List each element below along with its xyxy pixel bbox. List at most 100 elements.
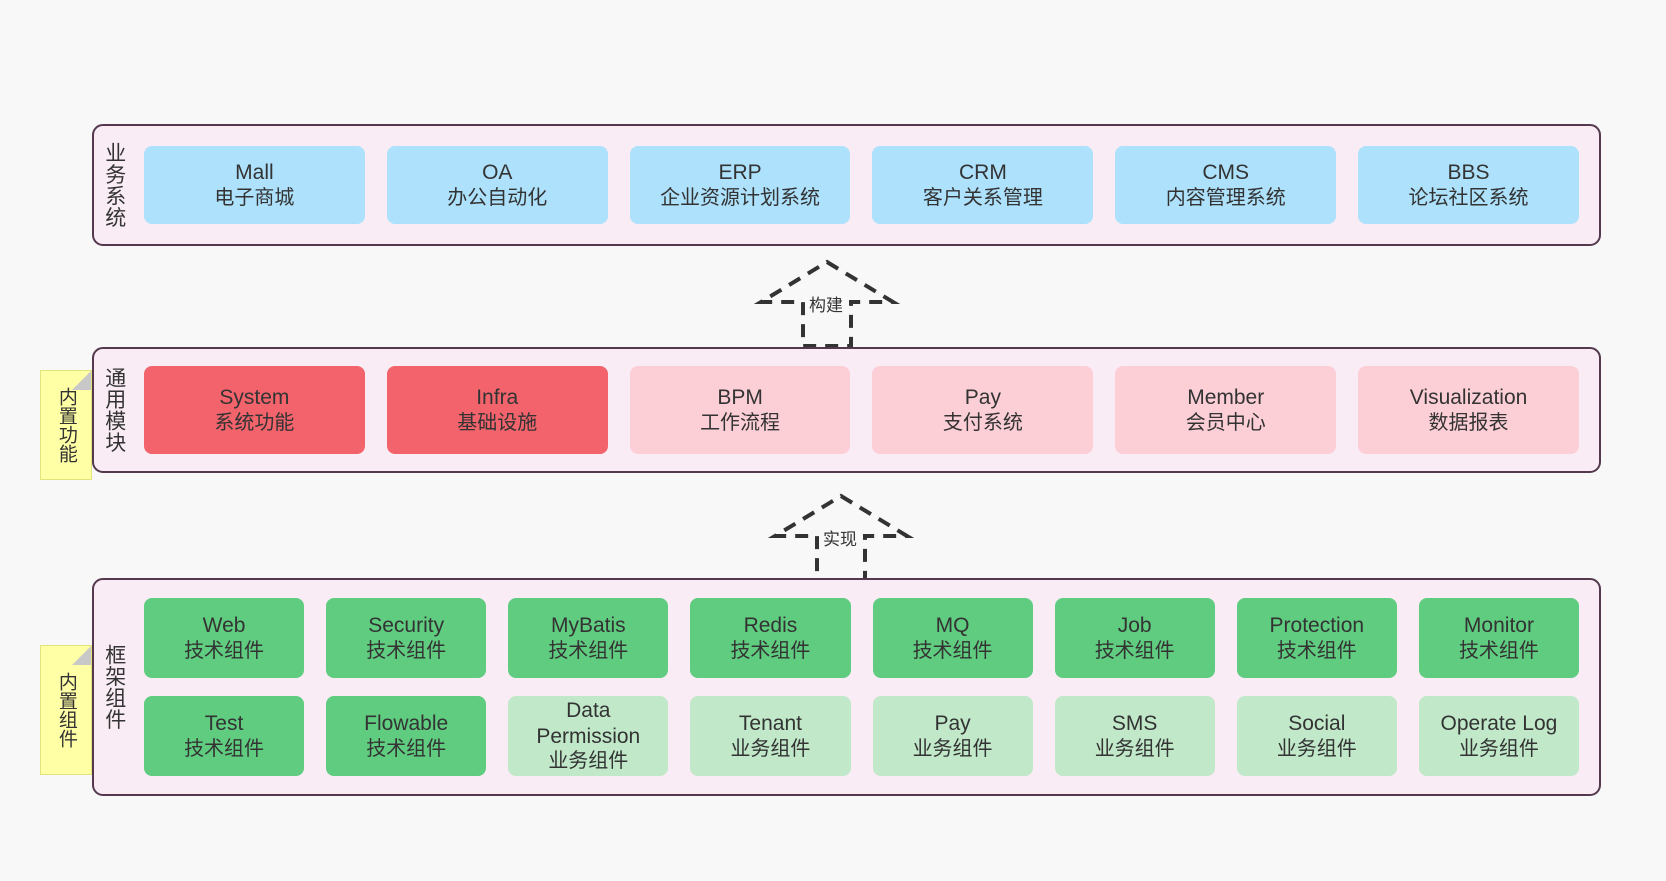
component-box-operate-log[interactable]: Operate Log 业务组件: [1418, 696, 1579, 776]
component-box-social[interactable]: Social 业务组件: [1236, 696, 1397, 776]
module-title: OA: [482, 161, 513, 184]
note-builtin-function: 内置功能: [40, 370, 92, 480]
component-subtitle: 技术组件: [184, 737, 265, 760]
component-box-monitor[interactable]: Monitor 技术组件: [1418, 598, 1579, 678]
layer-framework-component-body: Web 技术组件 Security 技术组件 MyBatis 技术组件 Redi…: [134, 580, 1599, 794]
module-title: Mall: [235, 161, 274, 184]
component-title: Redis: [743, 614, 798, 637]
layer-business-system-body: Mall 电子商城 OA 办公自动化 ERP 企业资源计划系统 CRM 客户关系…: [134, 126, 1599, 244]
component-box-redis[interactable]: Redis 技术组件: [690, 598, 851, 678]
layer-common-module: 通用模块 System 系统功能 Infra 基础设施 BPM 工作流程 Pay…: [92, 347, 1601, 473]
module-subtitle: 论坛社区系统: [1408, 186, 1529, 209]
module-box-erp[interactable]: ERP 企业资源计划系统: [629, 146, 851, 224]
component-box-mq[interactable]: MQ 技术组件: [872, 598, 1033, 678]
module-subtitle: 支付系统: [942, 411, 1023, 434]
module-box-infra[interactable]: Infra 基础设施: [386, 366, 608, 454]
component-title: Job: [1117, 614, 1152, 637]
framework-tech-row: Web 技术组件 Security 技术组件 MyBatis 技术组件 Redi…: [144, 598, 1579, 678]
module-title: Member: [1187, 386, 1265, 409]
module-subtitle: 系统功能: [214, 411, 295, 434]
component-box-tenant[interactable]: Tenant 业务组件: [690, 696, 851, 776]
component-subtitle: 技术组件: [366, 737, 447, 760]
business-system-row: Mall 电子商城 OA 办公自动化 ERP 企业资源计划系统 CRM 客户关系…: [144, 146, 1579, 224]
component-box-pay[interactable]: Pay 业务组件: [872, 696, 1033, 776]
module-title: CRM: [958, 161, 1007, 184]
component-title: Pay: [934, 712, 971, 735]
module-subtitle: 内容管理系统: [1165, 186, 1286, 209]
module-title: Infra: [476, 386, 519, 409]
component-box-sms[interactable]: SMS 业务组件: [1054, 696, 1215, 776]
component-box-data-permission[interactable]: Data Permission 业务组件: [508, 696, 669, 776]
component-box-job[interactable]: Job 技术组件: [1054, 598, 1215, 678]
module-title: CMS: [1202, 161, 1250, 184]
component-subtitle: 技术组件: [366, 639, 447, 662]
module-title: Visualization: [1409, 386, 1528, 409]
build-arrow-label: 构建: [809, 296, 843, 315]
module-subtitle: 基础设施: [457, 411, 538, 434]
component-box-security[interactable]: Security 技术组件: [326, 598, 487, 678]
component-title: Tenant: [738, 712, 802, 735]
component-title: Data Permission: [536, 699, 641, 748]
module-box-pay[interactable]: Pay 支付系统: [872, 366, 1094, 454]
module-title: Pay: [964, 386, 1001, 409]
component-title: MQ: [935, 614, 970, 637]
component-box-web[interactable]: Web 技术组件: [144, 598, 305, 678]
note-builtin-function-text: 内置功能: [55, 387, 77, 463]
component-subtitle: 技术组件: [1276, 639, 1357, 662]
module-box-crm[interactable]: CRM 客户关系管理: [872, 146, 1094, 224]
component-title: SMS: [1111, 712, 1158, 735]
module-box-mall[interactable]: Mall 电子商城: [144, 146, 365, 224]
note-builtin-component-text: 内置组件: [55, 672, 77, 748]
component-subtitle: 技术组件: [730, 639, 811, 662]
component-subtitle: 技术组件: [1094, 639, 1175, 662]
component-subtitle: 业务组件: [1276, 737, 1357, 760]
module-box-member[interactable]: Member 会员中心: [1115, 366, 1337, 454]
component-subtitle: 业务组件: [1458, 737, 1539, 760]
module-title: BBS: [1447, 161, 1490, 184]
component-title: Protection: [1269, 614, 1365, 637]
layer-business-system: 业务系统 Mall 电子商城 OA 办公自动化 ERP 企业资源计划系统 CRM…: [92, 124, 1601, 246]
component-title: Flowable: [364, 712, 449, 735]
component-subtitle: 技术组件: [548, 639, 629, 662]
common-module-row: System 系统功能 Infra 基础设施 BPM 工作流程 Pay 支付系统…: [144, 366, 1579, 454]
component-title: Security: [368, 614, 445, 637]
component-box-test[interactable]: Test 技术组件: [144, 696, 305, 776]
framework-business-row: Test 技术组件 Flowable 技术组件 Data Permission …: [144, 696, 1579, 776]
layer-common-module-label: 通用模块: [102, 367, 126, 453]
component-title: Test: [204, 712, 244, 735]
module-box-oa[interactable]: OA 办公自动化: [386, 146, 608, 224]
component-subtitle: 技术组件: [912, 639, 993, 662]
note-builtin-component: 内置组件: [40, 645, 92, 775]
component-subtitle: 技术组件: [184, 639, 265, 662]
implement-arrow-label: 实现: [823, 530, 857, 549]
module-subtitle: 工作流程: [700, 411, 781, 434]
component-box-protection[interactable]: Protection 技术组件: [1236, 598, 1397, 678]
module-box-visualization[interactable]: Visualization 数据报表: [1358, 366, 1579, 454]
component-title: Social: [1288, 712, 1346, 735]
layer-common-module-body: System 系统功能 Infra 基础设施 BPM 工作流程 Pay 支付系统…: [134, 349, 1599, 471]
component-subtitle: 业务组件: [1094, 737, 1175, 760]
component-box-flowable[interactable]: Flowable 技术组件: [326, 696, 487, 776]
module-subtitle: 数据报表: [1428, 411, 1509, 434]
component-subtitle: 业务组件: [730, 737, 811, 760]
component-box-mybatis[interactable]: MyBatis 技术组件: [508, 598, 669, 678]
module-box-bbs[interactable]: BBS 论坛社区系统: [1358, 146, 1579, 224]
module-box-bpm[interactable]: BPM 工作流程: [629, 366, 851, 454]
component-title: MyBatis: [550, 614, 626, 637]
layer-framework-component: 框架组件 Web 技术组件 Security 技术组件 MyBatis 技术组件…: [92, 578, 1601, 796]
note-fold-corner-icon: [72, 371, 91, 390]
component-subtitle: 技术组件: [1458, 639, 1539, 662]
module-title: System: [219, 386, 290, 409]
module-subtitle: 企业资源计划系统: [660, 186, 821, 209]
module-subtitle: 电子商城: [214, 186, 295, 209]
component-subtitle: 业务组件: [912, 737, 993, 760]
module-subtitle: 办公自动化: [447, 186, 548, 209]
component-title: Web: [202, 614, 246, 637]
module-subtitle: 客户关系管理: [922, 186, 1043, 209]
layer-framework-component-label: 框架组件: [102, 644, 126, 730]
module-box-cms[interactable]: CMS 内容管理系统: [1115, 146, 1337, 224]
module-title: ERP: [718, 161, 762, 184]
component-title: Operate Log: [1440, 712, 1558, 735]
module-box-system[interactable]: System 系统功能: [144, 366, 365, 454]
